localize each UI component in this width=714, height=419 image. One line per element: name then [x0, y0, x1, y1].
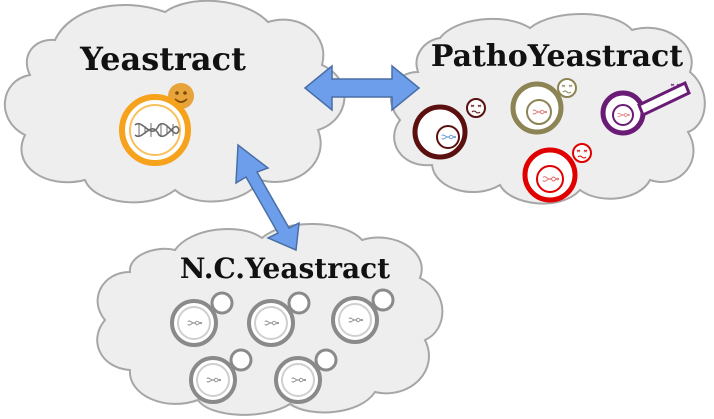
sick-yeast-cell-icon	[522, 143, 592, 203]
yeastract-label: Yeastract	[79, 40, 246, 78]
dna-cell-icon	[119, 94, 191, 166]
yeast-cell-icon	[331, 288, 395, 344]
bidirectional-arrow-diagonal	[235, 143, 300, 252]
cloud-ncyeastract: N.C.Yeastract	[96, 222, 444, 416]
yeast-cell-icon	[274, 348, 338, 404]
cloud-pathoyeastract: PathoYeastract	[390, 12, 706, 205]
pathoyeastract-label: PathoYeastract	[431, 39, 683, 74]
sick-yeast-cell-icon	[510, 78, 577, 135]
yeast-cell-icon	[170, 291, 234, 347]
yeast-cell-icon	[247, 291, 311, 347]
sick-yeast-cell-icon	[412, 98, 486, 160]
arrow-yeastract-nc	[235, 143, 300, 252]
ncyeastract-label: N.C.Yeastract	[180, 252, 390, 285]
arrow-yeastract-patho	[303, 64, 421, 112]
cloud-yeastract: Yeastract	[3, 0, 346, 204]
hyphal-yeast-cell-icon	[600, 80, 691, 136]
bidirectional-arrow-horizontal	[303, 64, 421, 112]
yeast-cell-icon	[189, 348, 253, 404]
